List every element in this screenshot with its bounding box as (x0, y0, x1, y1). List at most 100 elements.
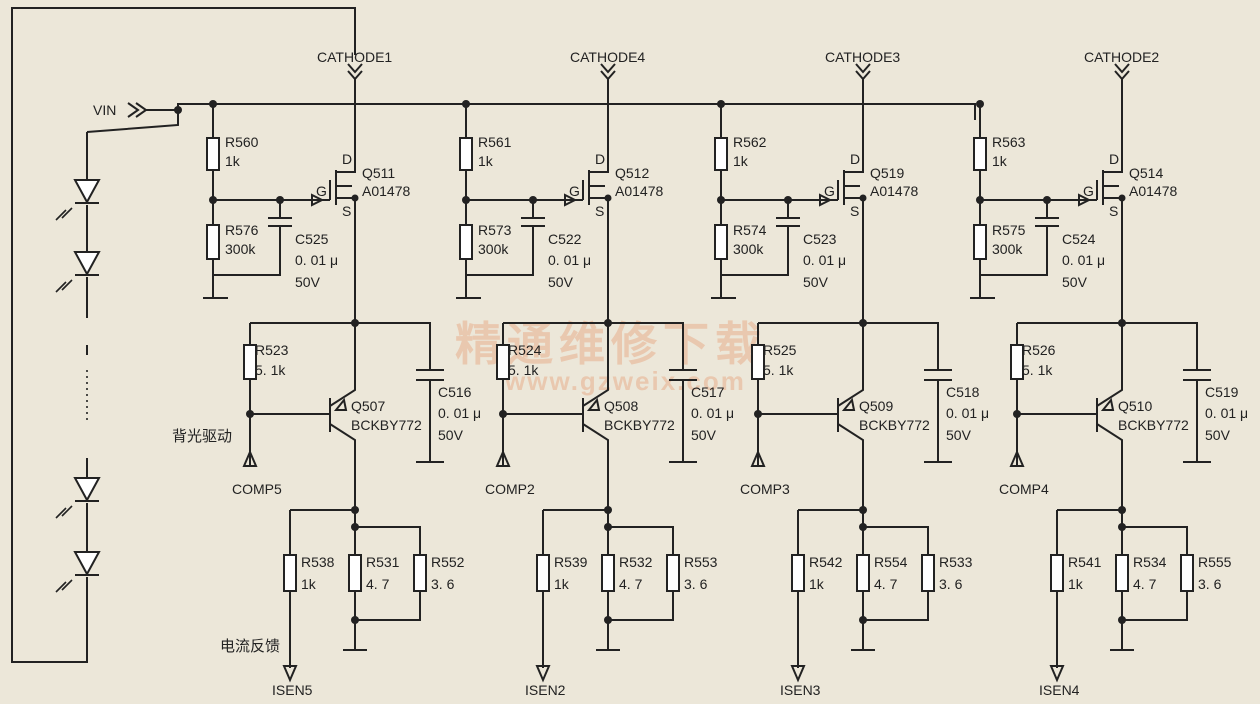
comp-label: COMP5 (232, 481, 282, 497)
resistor-feedback (536, 554, 550, 592)
mosfet-drain-pin: D (342, 151, 352, 167)
transistor-ref: Q509 (859, 398, 893, 414)
resistor-sense-2 (921, 554, 935, 592)
capacitor-voltage: 50V (691, 427, 717, 443)
resistor-value: 300k (478, 241, 509, 257)
comp-arrow-icon (750, 449, 766, 467)
watermark-url: www.gzweix.com (504, 366, 746, 396)
resistor-value: 300k (733, 241, 764, 257)
isen-arrow-icon (282, 665, 298, 683)
resistor-sense-2 (413, 554, 427, 592)
vin-bus: VIN (86, 102, 976, 133)
isen-label: ISEN4 (1039, 682, 1080, 698)
cathode-connector-icon (1114, 63, 1130, 81)
cathode-connector-icon (600, 63, 616, 81)
mosfet-drain-pin: D (1109, 151, 1119, 167)
comp-arrow-icon (1009, 449, 1025, 467)
resistor-bottom (973, 224, 987, 260)
comp-label: COMP4 (999, 481, 1049, 497)
capacitor-value: 0. 01 μ (803, 252, 846, 268)
cathode-label: CATHODE3 (825, 49, 900, 65)
transistor-ref: Q507 (351, 398, 385, 414)
mosfet-source-pin: S (850, 203, 859, 219)
comp-label: COMP2 (485, 481, 535, 497)
capacitor-voltage: 50V (1205, 427, 1231, 443)
isen-label: ISEN3 (780, 682, 821, 698)
current-feedback-label: 电流反馈 (220, 638, 280, 655)
isen-label: ISEN2 (525, 682, 566, 698)
capacitor-ref: C518 (946, 384, 980, 400)
resistor-value: 1k (1068, 576, 1084, 592)
resistor-value: 3. 6 (939, 576, 963, 592)
transistor-part: BCKBY772 (1118, 417, 1189, 433)
resistor-sense-1 (348, 554, 362, 592)
capacitor-voltage: 50V (803, 274, 829, 290)
resistor-ref: R554 (874, 554, 908, 570)
mosfet-ref: Q511 (362, 165, 395, 181)
cathode-label: CATHODE1 (317, 49, 392, 65)
mosfet-part: A01478 (870, 183, 918, 199)
resistor-ref: R573 (478, 222, 512, 238)
capacitor-voltage: 50V (946, 427, 972, 443)
resistor-value: 5. 1k (255, 362, 286, 378)
resistor-ref: R561 (478, 134, 512, 150)
comp-arrow-icon (495, 449, 511, 467)
vin-connector-icon (127, 102, 148, 118)
capacitor-ref: C522 (548, 231, 582, 247)
led-diode-icon (55, 179, 101, 221)
resistor-ref: R524 (508, 342, 542, 358)
resistor-bottom (206, 224, 220, 260)
capacitor-ref: C517 (691, 384, 725, 400)
led-string (11, 7, 356, 663)
resistor-value: 5. 1k (763, 362, 794, 378)
vin-label: VIN (93, 102, 116, 118)
mosfet-source-pin: S (342, 203, 351, 219)
resistor-value: 3. 6 (1198, 576, 1222, 592)
mosfet-source-pin: S (1109, 203, 1118, 219)
capacitor-ref: C524 (1062, 231, 1096, 247)
mosfet-drain-pin: D (850, 151, 860, 167)
resistor-bottom (459, 224, 473, 260)
capacitor-ref: C525 (295, 231, 329, 247)
resistor-top (459, 137, 473, 171)
resistor-ref: R531 (366, 554, 400, 570)
resistor-ref: R523 (255, 342, 289, 358)
capacitor-ref: C516 (438, 384, 472, 400)
resistor-sense-2 (666, 554, 680, 592)
resistor-top (973, 137, 987, 171)
resistor-sense-2 (1180, 554, 1194, 592)
capacitor-value: 0. 01 μ (1062, 252, 1105, 268)
mosfet-ref: Q519 (870, 165, 904, 181)
isen-arrow-icon (790, 665, 806, 683)
resistor-value: 1k (225, 153, 241, 169)
resistor-value: 5. 1k (508, 362, 539, 378)
backlight-drive-label: 背光驱动 (172, 428, 232, 445)
capacitor-ref: C523 (803, 231, 837, 247)
mosfet-part: A01478 (615, 183, 663, 199)
transistor-ref: Q508 (604, 398, 638, 414)
resistor-value: 1k (809, 576, 825, 592)
resistor-ref: R555 (1198, 554, 1232, 570)
transistor-part: BCKBY772 (859, 417, 930, 433)
resistor-ref: R576 (225, 222, 259, 238)
capacitor-voltage: 50V (1062, 274, 1088, 290)
cathode-connector-icon (347, 63, 363, 81)
mosfet-source-pin: S (595, 203, 604, 219)
junction-dot (174, 106, 182, 114)
resistor-value: 5. 1k (1022, 362, 1053, 378)
resistor-value: 4. 7 (874, 576, 898, 592)
mosfet-ref: Q512 (615, 165, 649, 181)
mosfet-part: A01478 (362, 183, 410, 199)
resistor-value: 4. 7 (366, 576, 390, 592)
resistor-ref: R552 (431, 554, 465, 570)
resistor-ref: R542 (809, 554, 843, 570)
capacitor-value: 0. 01 μ (1205, 405, 1248, 421)
resistor-feedback (283, 554, 297, 592)
transistor-ref: Q510 (1118, 398, 1152, 414)
led-diode-icon (55, 477, 101, 519)
cathode-connector-icon (855, 63, 871, 81)
capacitor-voltage: 50V (295, 274, 321, 290)
